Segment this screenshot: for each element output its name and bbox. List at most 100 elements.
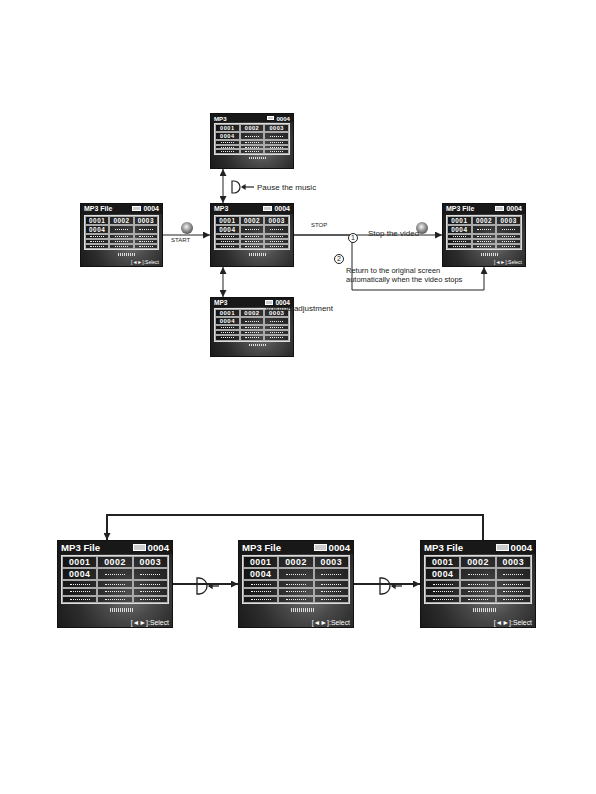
screen-title: MP3 File xyxy=(61,542,100,553)
grid-cell xyxy=(460,568,495,580)
file-number: 0004 xyxy=(432,569,454,579)
empty-slot xyxy=(221,236,235,237)
file-number: 0004 xyxy=(451,226,467,233)
empty-slot xyxy=(245,321,259,322)
screen-status: 0004 xyxy=(314,542,350,553)
track-counter: 0004 xyxy=(506,205,522,212)
empty-slot xyxy=(270,246,284,247)
file-number: 0001 xyxy=(250,557,272,567)
screen-footer: [◄►]:Select xyxy=(131,619,169,626)
grid-cell xyxy=(425,596,460,604)
file-number: 0002 xyxy=(285,557,307,567)
grid-cell: 0001 xyxy=(62,556,97,568)
file-grid: 0001000200030004 xyxy=(214,123,290,154)
empty-slot xyxy=(502,236,516,237)
grid-cell xyxy=(240,317,265,325)
grid-cell xyxy=(97,588,132,596)
volume-bar xyxy=(291,608,314,612)
empty-slot xyxy=(251,584,271,585)
empty-slot xyxy=(286,584,306,585)
empty-slot xyxy=(245,147,259,148)
grid-cell xyxy=(133,580,168,588)
grid-cell xyxy=(240,225,265,234)
file-grid: 0001000200030004 xyxy=(446,215,522,251)
record-button xyxy=(181,222,193,234)
empty-slot xyxy=(139,236,152,237)
file-grid: 0001000200030004 xyxy=(214,215,290,251)
empty-slot xyxy=(503,584,523,585)
file-number: 0003 xyxy=(140,557,162,567)
screen-box: MP3 File00040001000200030004[◄►]:Select xyxy=(420,540,536,628)
grid-cell xyxy=(314,568,349,580)
empty-slot xyxy=(245,241,259,242)
screen-footer: [◄►]:Select xyxy=(131,259,159,265)
grid-cell: 0003 xyxy=(314,556,349,568)
volume-bar xyxy=(473,608,496,612)
empty-slot xyxy=(245,337,259,338)
grid-cell xyxy=(460,588,495,596)
screen-header: MP3 File 0004 xyxy=(58,541,172,554)
empty-slot xyxy=(468,599,488,600)
screen-status: 0004 xyxy=(496,542,532,553)
screen-header: MP3 File0004 xyxy=(81,204,162,214)
grid-cell: 0003 xyxy=(133,556,168,568)
empty-slot xyxy=(140,584,160,585)
empty-slot xyxy=(221,241,235,242)
track-counter: 0004 xyxy=(276,115,290,122)
empty-slot xyxy=(270,229,284,230)
grid-cell: 0002 xyxy=(97,556,132,568)
grid-cell xyxy=(425,580,460,588)
grid-cell: 0002 xyxy=(472,216,497,225)
file-number: 0003 xyxy=(269,217,285,224)
empty-slot xyxy=(245,327,259,328)
track-counter: 0004 xyxy=(143,205,159,212)
callout-number: 1 xyxy=(348,233,358,243)
empty-slot xyxy=(115,236,128,237)
volume-bar xyxy=(481,253,498,256)
empty-slot xyxy=(453,246,467,247)
track-counter: 0004 xyxy=(274,205,290,212)
empty-slot xyxy=(245,332,259,333)
empty-slot xyxy=(433,599,453,600)
grid-cell xyxy=(496,225,521,234)
grid-cell xyxy=(496,244,521,249)
volume-bar xyxy=(110,608,133,612)
grid-cell: 0001 xyxy=(215,124,240,132)
empty-slot xyxy=(270,241,284,242)
grid-cell xyxy=(460,580,495,588)
grid-cell xyxy=(97,568,132,580)
grid-cell: 0004 xyxy=(85,225,109,234)
empty-slot xyxy=(139,229,152,230)
screen-header: MP30004 xyxy=(211,114,293,122)
empty-slot xyxy=(453,236,467,237)
screen-header: MP3 File0004 xyxy=(239,541,353,554)
grid-cell xyxy=(496,580,531,588)
empty-slot xyxy=(270,337,284,338)
screen-box: MP3 File00040001000200030004[◄►]:Select xyxy=(80,203,163,267)
grid-cell xyxy=(62,596,97,604)
grid-cell xyxy=(134,225,158,234)
screen-box: MP300040001000200030004 xyxy=(210,203,294,267)
screen-header: MP3 0004 xyxy=(211,204,293,214)
grid-cell: 0003 xyxy=(496,556,531,568)
file-number: 0003 xyxy=(138,217,154,224)
file-number: 0004 xyxy=(69,569,91,579)
grid-cell: 0002 xyxy=(240,124,265,132)
grid-cell xyxy=(240,335,265,340)
button-icon xyxy=(380,578,402,594)
battery-icon xyxy=(496,544,508,551)
grid-cell xyxy=(278,588,313,596)
grid-cell xyxy=(425,588,460,596)
screen-box: MP3 File00040001000200030004[◄►]:Select xyxy=(442,203,526,267)
screen-status: 0004 xyxy=(133,542,169,553)
grid-cell xyxy=(109,244,133,249)
empty-slot xyxy=(270,327,284,328)
empty-slot xyxy=(477,246,491,247)
screen-title: MP3 xyxy=(214,205,228,212)
volume-bar xyxy=(249,253,266,256)
grid-cell: 0004 xyxy=(215,225,240,234)
empty-slot xyxy=(468,591,488,592)
screen-header: MP3 File0004 xyxy=(443,204,525,214)
grid-cell xyxy=(264,244,289,249)
